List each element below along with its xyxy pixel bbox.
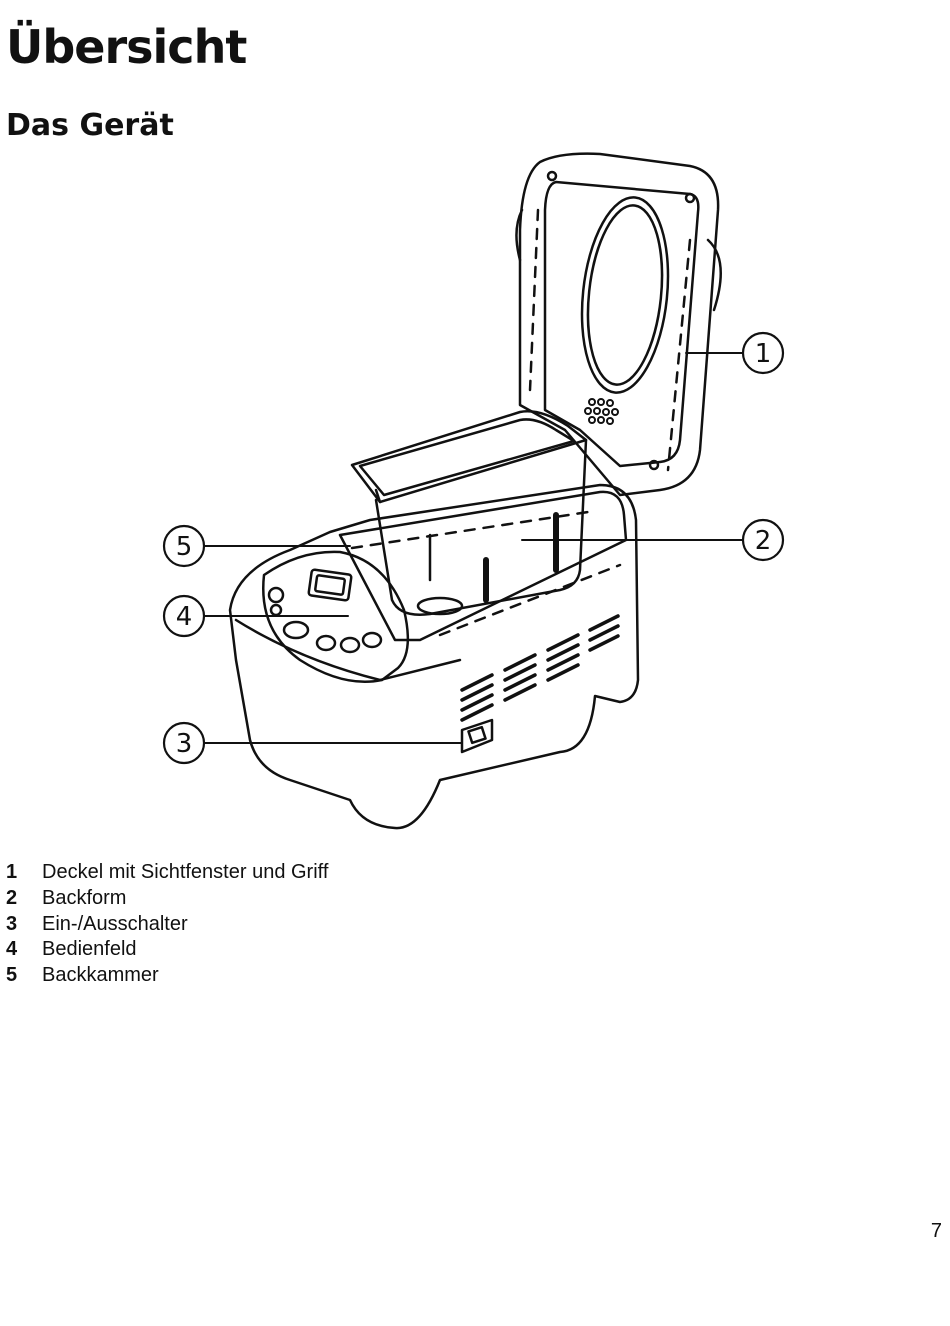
callout-circle-3: [162, 721, 206, 765]
legend-number: 2: [6, 886, 18, 909]
callout-circle-4: [162, 594, 206, 638]
legend-number: 5: [6, 964, 18, 987]
legend-item: 2 Backform: [6, 886, 328, 912]
parts-legend: 1 Deckel mit Sichtfenster und Griff 2 Ba…: [6, 860, 328, 989]
callout-circle-5: [162, 524, 206, 568]
legend-number: 1: [6, 861, 18, 883]
callout-circle-2: [741, 518, 785, 562]
page-title: Übersicht: [6, 20, 247, 74]
legend-item: 3 Ein-/Ausschalter: [6, 912, 328, 938]
legend-label: Ein-/Ausschalter: [42, 912, 188, 935]
page-number: 7: [930, 1220, 942, 1242]
legend-label: Bedienfeld: [42, 938, 137, 961]
callout-leaders: [204, 352, 743, 744]
lid-drawing: [515, 152, 722, 497]
section-title: Das Gerät: [6, 108, 174, 143]
callout-number-5: 5: [176, 532, 193, 562]
legend-label: Deckel mit Sichtfenster und Griff: [42, 861, 329, 883]
callout-circle-1: [741, 331, 785, 375]
callout-number-4: 4: [176, 602, 193, 632]
callout-number-1: 1: [755, 339, 772, 369]
legend-number: 3: [6, 912, 18, 935]
legend-label: Backform: [42, 886, 127, 909]
bread-maker-illustration: 1 2 3 4 5: [0, 140, 950, 860]
body-drawing: [228, 483, 640, 830]
legend-item: 1 Deckel mit Sichtfenster und Griff: [6, 860, 328, 886]
legend-number: 4: [6, 938, 18, 961]
legend-label: Backkammer: [42, 964, 159, 987]
legend-item: 4 Bedienfeld: [6, 937, 328, 963]
legend-item: 5 Backkammer: [6, 963, 328, 989]
callout-number-3: 3: [176, 729, 193, 759]
baking-pan-drawing: [350, 410, 588, 616]
callout-number-2: 2: [755, 526, 772, 556]
